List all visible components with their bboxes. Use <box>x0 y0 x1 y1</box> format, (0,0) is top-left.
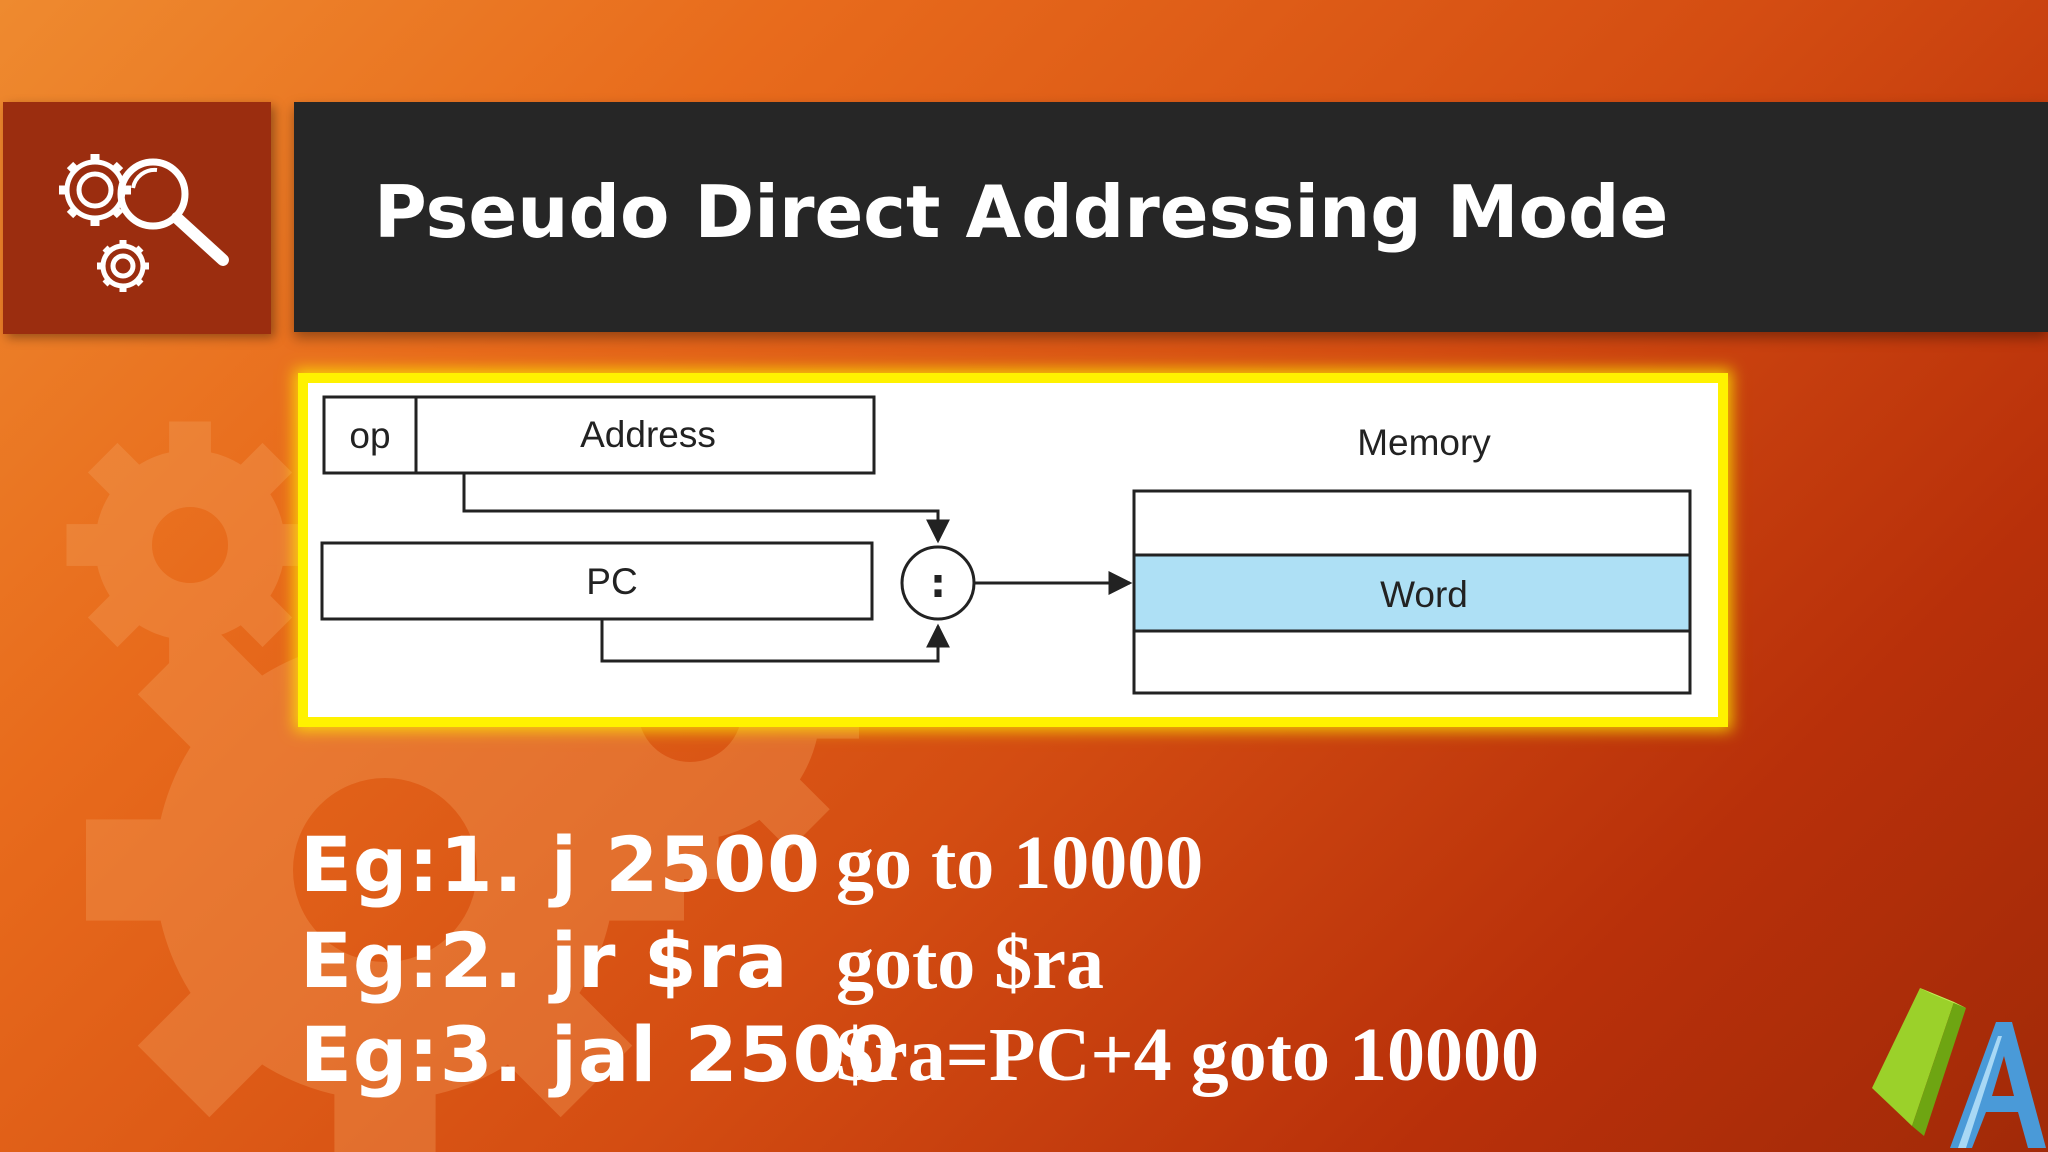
op-field <box>322 395 418 475</box>
book-a-logo-icon <box>1872 988 2046 1148</box>
address-to-concat-line <box>462 473 950 544</box>
memory-cell <box>1132 489 1692 557</box>
memory-block: Memory Word <box>1132 422 1692 695</box>
example-description: go to 10000 <box>836 821 1204 905</box>
concat-symbol: : <box>930 561 946 607</box>
concat-operator: : <box>900 545 976 621</box>
word-label: Word <box>1380 574 1468 615</box>
pc-label: PC <box>586 561 637 602</box>
instruction-format: op Address <box>322 395 876 475</box>
address-field <box>414 395 876 475</box>
address-label: Address <box>580 414 716 455</box>
op-label: op <box>349 415 390 456</box>
title-bar: Pseudo Direct Addressing Mode <box>294 102 2048 332</box>
gears-magnifier-icon <box>59 154 229 292</box>
example-code: Eg:3. jal 2500 <box>300 1010 901 1099</box>
memory-title: Memory <box>1357 422 1491 463</box>
slide-title: Pseudo Direct Addressing Mode <box>374 170 1669 254</box>
example-description: goto $ra <box>836 921 1105 1005</box>
section-icon-box <box>3 102 271 334</box>
addressing-diagram: op Address PC : Memory Word <box>298 373 1728 727</box>
memory-word-cell <box>1132 553 1692 633</box>
pc-to-concat-line <box>600 619 950 663</box>
pc-register: PC <box>320 541 874 621</box>
example-code: Eg:2. jr $ra <box>300 916 789 1005</box>
memory-cell <box>1132 629 1692 695</box>
example-description: $ra=PC+4 goto 10000 <box>836 1013 1539 1097</box>
example-code: Eg:1. j 2500 <box>300 820 821 909</box>
